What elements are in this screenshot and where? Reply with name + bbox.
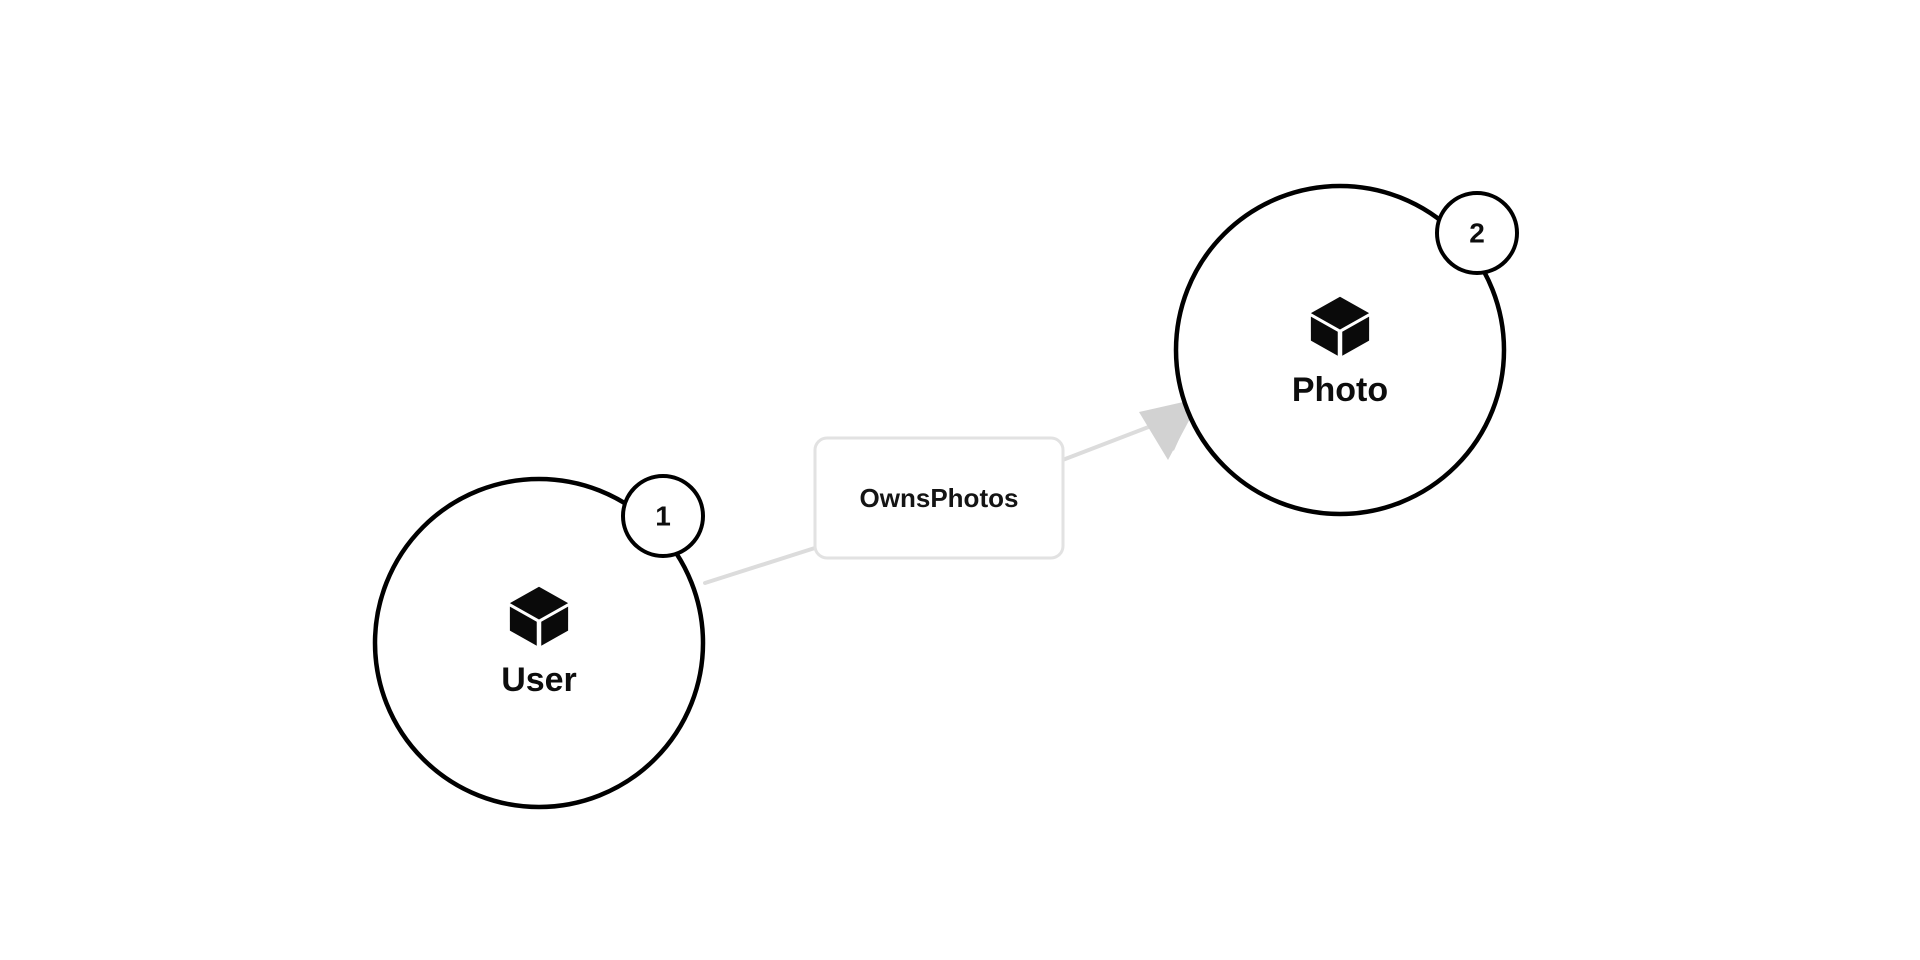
node-user-badge-circle[interactable]: [621, 474, 705, 558]
node-photo-badge-circle[interactable]: [1435, 191, 1519, 275]
cube-icon: [1310, 296, 1370, 356]
edge-arrowhead-fill-icon: [1139, 398, 1201, 460]
edge-owns-photos[interactable]: OwnsPhotos: [703, 398, 1201, 585]
cube-icon: [509, 586, 569, 646]
node-user-badge[interactable]: 1: [621, 474, 705, 558]
node-user-circle[interactable]: [372, 476, 706, 810]
node-photo-label: Photo: [1292, 371, 1388, 409]
node-user-label: User: [501, 661, 577, 699]
node-user-badge-text: 1: [655, 500, 671, 531]
node-photo-circle[interactable]: [1173, 183, 1507, 517]
node-photo-badge-text: 2: [1469, 217, 1485, 248]
edge-segment-source: [703, 545, 820, 585]
edge-label-text: OwnsPhotos: [860, 483, 1019, 513]
node-photo-badge[interactable]: 2: [1435, 191, 1519, 275]
node-user[interactable]: User 1: [372, 474, 706, 810]
edge-label-box[interactable]: [813, 436, 1065, 560]
node-photo[interactable]: Photo 2: [1173, 183, 1519, 517]
